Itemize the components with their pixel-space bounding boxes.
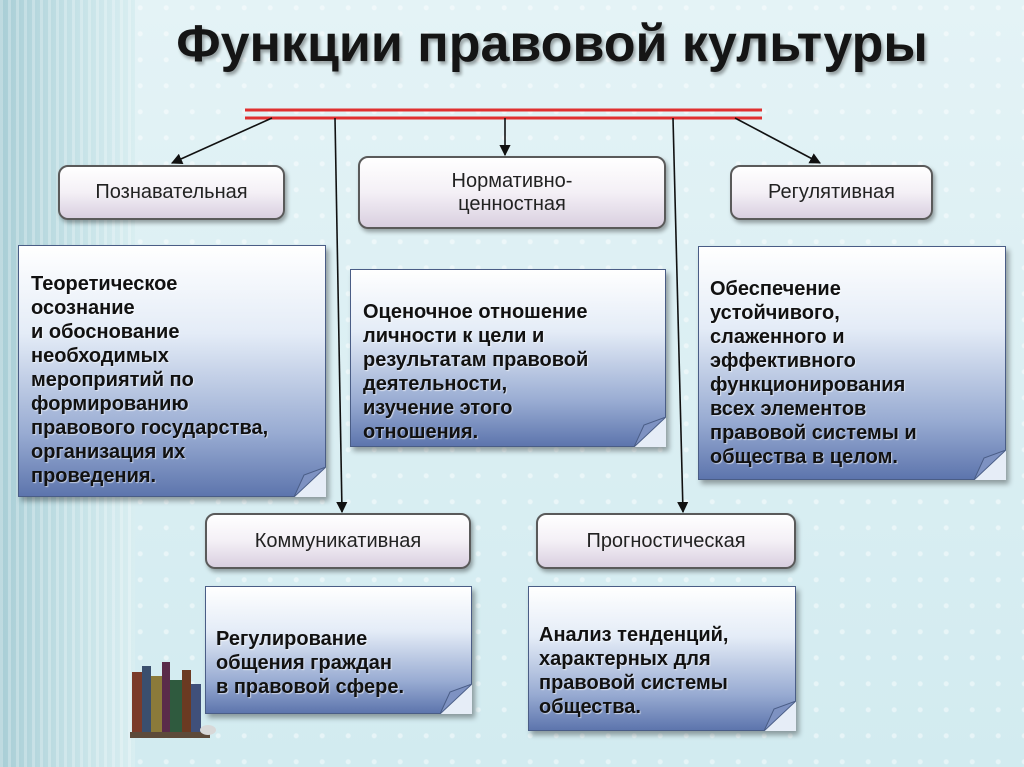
- page-title: Функции правовой культуры: [176, 15, 928, 73]
- arrow-to-communicative: [334, 117, 348, 514]
- books-icon: [130, 662, 216, 738]
- page-curl-icon: [294, 467, 326, 497]
- page-curl-icon: [440, 684, 472, 714]
- note-normative-text: Оценочное отношение личности к цели и ре…: [363, 301, 589, 443]
- note-prognostic: Анализ тенденций, характерных для правов…: [528, 586, 796, 731]
- label-communicative-text: Коммуникативная: [254, 529, 422, 552]
- arrow-to-cognitive: [170, 117, 273, 164]
- label-cognitive-text: Познавательная: [95, 181, 248, 203]
- top-red-bar: [245, 108, 762, 120]
- note-communicative: Регулирование общения граждан в правовой…: [205, 586, 472, 714]
- label-normative-text: Нормативно- ценностная: [451, 169, 573, 215]
- label-normative: Нормативно- ценностная: [358, 156, 666, 229]
- label-prognostic: Прогностическая: [536, 513, 796, 569]
- note-cognitive-text: Теоретическое осознание и обоснование не…: [31, 273, 269, 487]
- page-curl-icon: [764, 701, 796, 731]
- note-regulatory: Обеспечение устойчивого, слаженного и эф…: [698, 246, 1006, 480]
- note-normative: Оценочное отношение личности к цели и ре…: [350, 269, 666, 447]
- arrow-to-regulatory: [734, 117, 821, 164]
- arrow-to-prognostic: [672, 117, 689, 514]
- label-regulatory: Регулятивная: [730, 165, 933, 220]
- label-regulatory-text: Регулятивная: [768, 181, 895, 203]
- note-cognitive: Теоретическое осознание и обоснование не…: [18, 245, 326, 497]
- page-curl-icon: [634, 417, 666, 447]
- label-prognostic-text: Прогностическая: [586, 529, 746, 552]
- note-prognostic-text: Анализ тенденций, характерных для правов…: [539, 624, 729, 718]
- note-regulatory-text: Обеспечение устойчивого, слаженного и эф…: [710, 278, 917, 468]
- page-curl-icon: [974, 450, 1006, 480]
- label-cognitive: Познавательная: [58, 165, 285, 220]
- note-communicative-text: Регулирование общения граждан в правовой…: [216, 628, 404, 698]
- label-communicative: Коммуникативная: [205, 513, 471, 569]
